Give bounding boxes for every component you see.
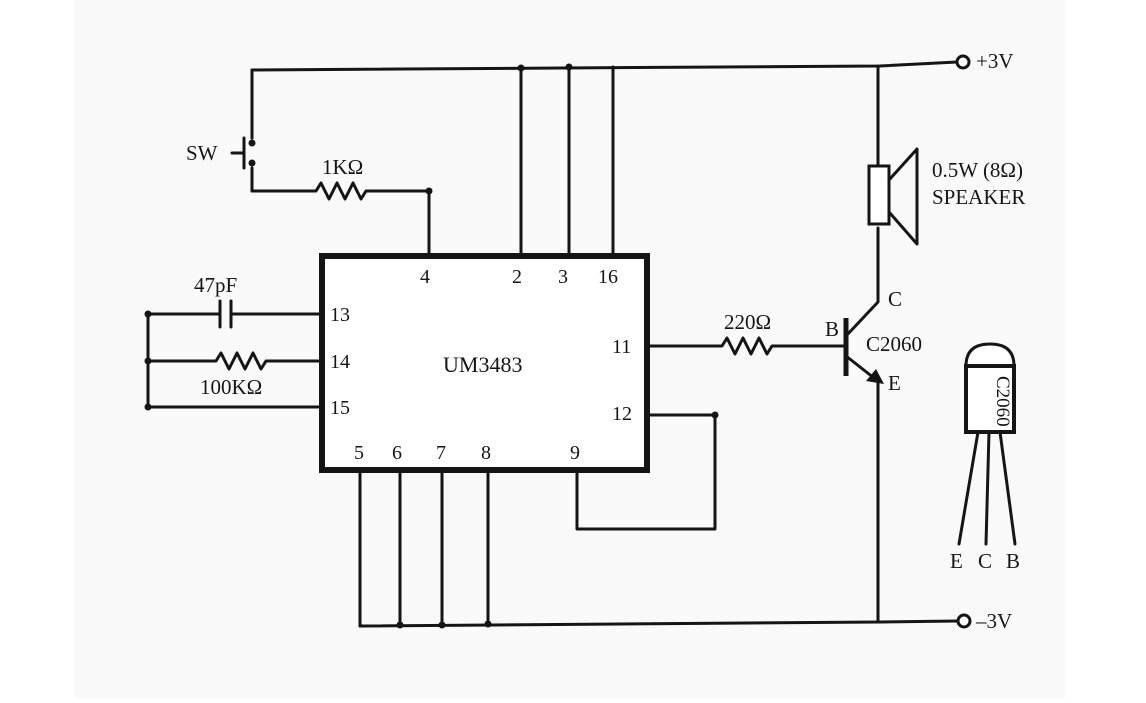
capacitor-label: 47pF (194, 273, 237, 297)
junction-dot (438, 621, 446, 629)
switch-contact-bottom (248, 159, 256, 167)
pin-7-label: 7 (436, 442, 446, 464)
transistor-package-drawing: C2060 E C B (950, 342, 1020, 573)
package-marking: C2060 (992, 376, 1013, 427)
switch-contact-top (248, 139, 256, 147)
package-leg-right-label: B (1006, 549, 1020, 573)
pin-9-12-link (575, 411, 719, 531)
resistor-1k-label: 1KΩ (322, 155, 363, 179)
package-leg-left-label: E (950, 549, 963, 573)
pin-14-label: 14 (330, 351, 350, 373)
junction-dot (425, 187, 433, 195)
positive-voltage-label: +3V (976, 49, 1014, 73)
resistor-220: 220Ω (645, 310, 848, 356)
junction-dot (517, 64, 525, 72)
transistor-c2060: B C E C2060 (825, 226, 922, 624)
oscillator-network: 47pF 100KΩ (144, 273, 324, 411)
ic-name: UM3483 (443, 352, 522, 377)
pin-12-label: 12 (612, 403, 632, 425)
negative-terminal (956, 613, 972, 629)
junction-dot (565, 63, 573, 71)
emitter-arrow (866, 369, 884, 384)
speaker-label: SPEAKER (932, 185, 1025, 209)
ground-leads (358, 468, 492, 629)
pin-3-label: 3 (558, 266, 568, 288)
transistor-name: C2060 (866, 332, 922, 356)
collector-label: C (888, 287, 902, 311)
pin-11-label: 11 (612, 336, 631, 358)
package-leg-middle-label: C (978, 549, 992, 573)
pin-8-label: 8 (481, 442, 491, 464)
supply-leads (517, 63, 615, 258)
speaker-coil (867, 164, 891, 226)
speaker-rating: 0.5W (8Ω) (932, 158, 1023, 182)
resistor-1k: 1KΩ (250, 155, 433, 258)
pin-5-label: 5 (354, 442, 364, 464)
positive-terminal (955, 54, 971, 70)
pin-6-label: 6 (392, 442, 402, 464)
pin-2-label: 2 (512, 266, 522, 288)
switch-label: SW (186, 141, 218, 165)
junction-dot (484, 620, 492, 628)
base-label: B (825, 317, 839, 341)
emitter-label: E (888, 371, 901, 395)
speaker: 0.5W (8Ω) SPEAKER (867, 64, 1025, 246)
pin-15-label: 15 (330, 397, 350, 419)
ic-um3483: UM3483 4 2 3 16 13 14 15 11 12 5 6 7 8 9 (319, 253, 650, 473)
resistor-220-label: 220Ω (724, 310, 771, 334)
package-body (964, 364, 1016, 434)
negative-rail: –3V (358, 609, 1012, 633)
junction-dot (396, 621, 404, 629)
pin-9-label: 9 (570, 442, 580, 464)
positive-rail: +3V (250, 49, 1014, 73)
pin-4-label: 4 (420, 266, 430, 288)
negative-voltage-label: –3V (975, 609, 1012, 633)
switch: SW (186, 68, 256, 193)
resistor-100k-label: 100KΩ (200, 375, 262, 399)
junction-dot (711, 411, 719, 419)
pin-13-label: 13 (330, 304, 350, 326)
pin-16-label: 16 (598, 266, 618, 288)
